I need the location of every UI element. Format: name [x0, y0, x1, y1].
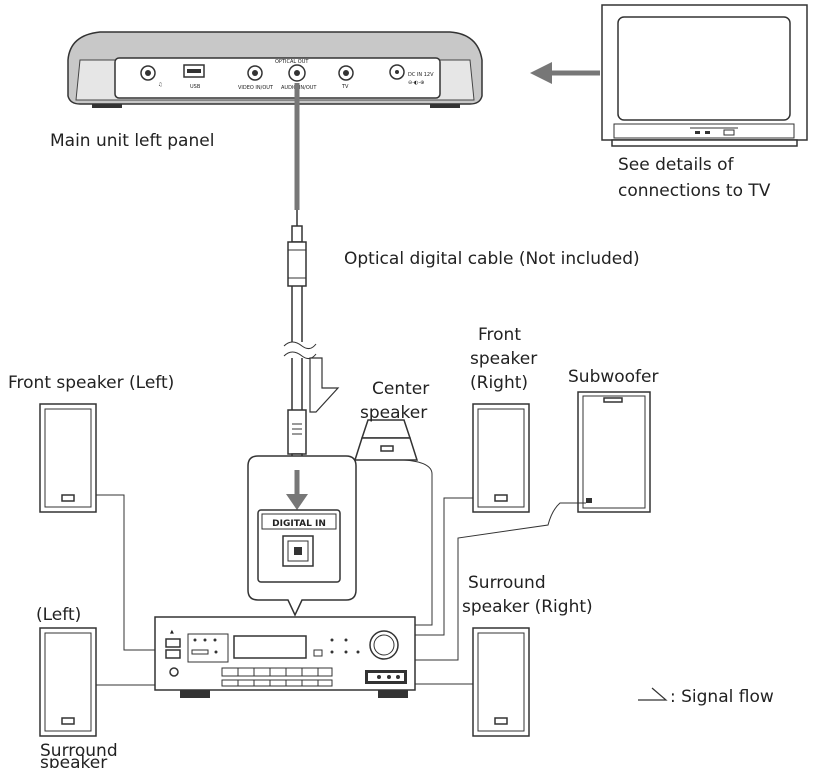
front-right-label-line1: Front [478, 325, 521, 345]
subwoofer [577, 391, 651, 513]
wire-front-right [415, 497, 473, 636]
center-label-line2: speaker [360, 403, 427, 423]
center-label-line1: Center [372, 379, 429, 399]
signal-flow-legend-icon [638, 687, 668, 701]
main-unit: ♫ USB VIDEO IN/OUT OPTICAL OUT AUDIO IN/… [67, 31, 483, 108]
tv-label-line2: connections to TV [618, 181, 771, 201]
digital-in-arrow [286, 494, 308, 510]
power-icon: ▲ [170, 629, 174, 635]
tv [601, 4, 808, 147]
tv-screen [617, 16, 791, 121]
tv-label-line1: See details of [618, 155, 735, 175]
headphone-icon: ♫ [158, 82, 162, 88]
front-speaker-left [39, 403, 97, 513]
tv-jack-label: TV [341, 84, 349, 90]
wire-subwoofer [415, 502, 586, 661]
signal-flow-arrow [309, 357, 340, 413]
front-right-label-line3: (Right) [470, 373, 528, 393]
wire-center [403, 459, 433, 626]
surround-right-label-line2: speaker (Right) [462, 597, 593, 617]
surround-left-label-line2: speaker [40, 753, 107, 768]
center-speaker [353, 419, 419, 461]
av-receiver: ▲ [154, 616, 416, 698]
optical-plug-top [287, 241, 307, 287]
digital-in-callout: DIGITAL IN [247, 455, 357, 617]
video-out-label: VIDEO IN/OUT [238, 85, 274, 91]
surround-right-label-line1: Surround [468, 573, 546, 593]
front-right-label-line2: speaker [470, 349, 537, 369]
usb-label: USB [190, 84, 201, 90]
digital-in-label: DIGITAL IN [272, 519, 326, 529]
main-unit-label: Main unit left panel [50, 131, 214, 151]
speaker-wires [96, 459, 586, 686]
optical-plug-bottom [287, 409, 307, 455]
surround-speaker-left [39, 627, 97, 737]
cable-label: Optical digital cable (Not included) [344, 249, 640, 269]
surround-speaker-right [472, 627, 530, 737]
surround-left-label-line1: Surround [40, 741, 118, 761]
optical-cable [283, 83, 317, 478]
tv-connection-arrow [530, 62, 600, 84]
front-speaker-right [472, 403, 530, 513]
signal-flow-label: : Signal flow [670, 687, 774, 707]
optical-out-label: OPTICAL OUT [275, 59, 309, 65]
wire-front-left [96, 494, 155, 651]
polarity-icon: ⊖-◐-⊕ [408, 80, 424, 86]
receiver-display [233, 635, 307, 659]
subwoofer-label: Subwoofer [568, 367, 659, 387]
signal-flow-legend [638, 687, 668, 701]
surround-left-top-label: (Left) [36, 605, 81, 625]
front-left-label: Front speaker (Left) [8, 373, 174, 393]
dc-in-label: DC IN 12V [408, 72, 434, 78]
cable-break-top [283, 341, 317, 350]
